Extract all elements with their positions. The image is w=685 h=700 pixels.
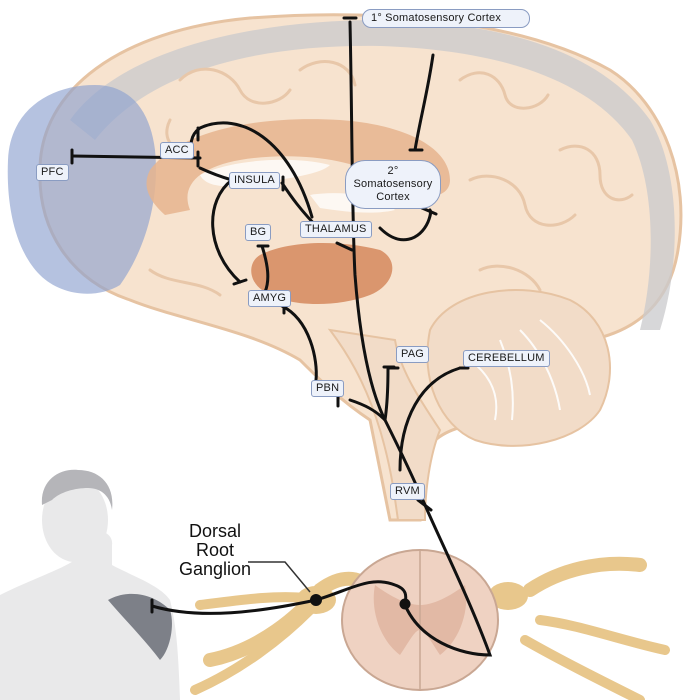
- drg-line-2: Root: [195, 540, 235, 560]
- label-pag: PAG: [396, 346, 430, 363]
- gyri-pattern: [148, 60, 634, 297]
- label-secondary-somatosensory-cortex: 2° Somatosensory Cortex: [345, 160, 441, 209]
- label-pbn: PBN: [311, 380, 345, 397]
- drg-neuron-body: [310, 594, 322, 606]
- dorsal-horn-neuron: [399, 598, 411, 610]
- spinal-nerves: [190, 556, 670, 700]
- human-figure: [0, 469, 180, 700]
- label-cerebellum: CEREBELLUM: [463, 350, 550, 367]
- spinal-cord: [341, 549, 499, 691]
- label-rvm: RVM: [390, 483, 425, 500]
- label-primary-somatosensory-cortex: 1° Somatosensory Cortex: [362, 9, 530, 28]
- limbic-cortex: [146, 119, 450, 215]
- pfc-region: [7, 85, 156, 294]
- label-amyg: AMYG: [248, 290, 292, 307]
- label-pfc: PFC: [36, 164, 69, 181]
- label-insula: INSULA: [229, 172, 280, 189]
- cerebellum-shape: [426, 289, 611, 447]
- drg-leader-line: [248, 561, 311, 593]
- label-acc: ACC: [160, 142, 194, 159]
- s2-line-3: Cortex: [376, 191, 410, 203]
- label-thalamus: THALAMUS: [300, 221, 372, 238]
- label-bg: BG: [245, 224, 272, 241]
- s2-line-1: 2°: [387, 165, 399, 177]
- drg-line-1: Dorsal: [188, 521, 241, 541]
- shoulder-injury-site: [108, 593, 172, 660]
- s2-line-2: Somatosensory: [353, 178, 433, 190]
- brainstem: [327, 328, 442, 521]
- drg-line-3: Ganglion: [178, 559, 252, 579]
- label-dorsal-root-ganglion: Dorsal Root Ganglion: [160, 522, 270, 579]
